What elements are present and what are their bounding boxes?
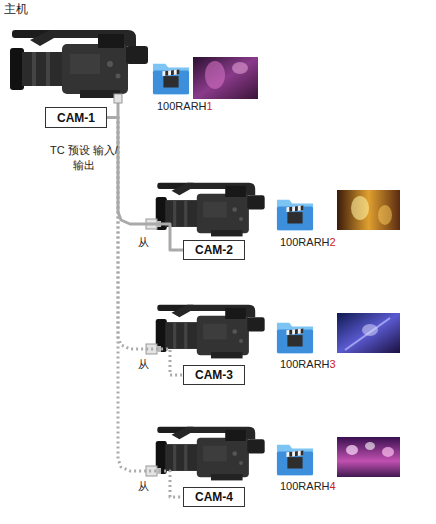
- camera-name: CAM-1: [57, 111, 95, 125]
- camera-box: CAM-2: [183, 240, 245, 260]
- camera-box: CAM-3: [183, 365, 245, 385]
- cable-label: TC 预设 输入/输出: [50, 143, 118, 173]
- folder-name: 100RARH1: [157, 100, 213, 114]
- folder-name: 100RARH3: [280, 358, 336, 372]
- camera-box: CAM-1: [45, 107, 107, 128]
- folder-name: 100RARH2: [280, 236, 336, 250]
- role-label: 主机: [4, 2, 28, 17]
- role-label: 从: [138, 480, 149, 494]
- folder-index: 1: [207, 100, 213, 112]
- role-label: 从: [138, 236, 149, 250]
- camera-name: CAM-4: [195, 490, 233, 504]
- folder-index: 2: [330, 236, 336, 248]
- folder-prefix: 100RARH: [280, 358, 330, 370]
- folder-name: 100RARH4: [280, 480, 336, 494]
- folder-index: 3: [330, 358, 336, 370]
- camera-name: CAM-2: [195, 243, 233, 257]
- camera-name: CAM-3: [195, 368, 233, 382]
- tc-cable: [107, 118, 183, 498]
- role-label: 从: [138, 358, 149, 372]
- tc-cable: [107, 118, 183, 251]
- folder-prefix: 100RARH: [280, 236, 330, 248]
- tc-cable: [107, 118, 183, 376]
- folder-prefix: 100RARH: [157, 100, 207, 112]
- folder-index: 4: [330, 480, 336, 492]
- camera-box: CAM-4: [183, 487, 245, 507]
- folder-prefix: 100RARH: [280, 480, 330, 492]
